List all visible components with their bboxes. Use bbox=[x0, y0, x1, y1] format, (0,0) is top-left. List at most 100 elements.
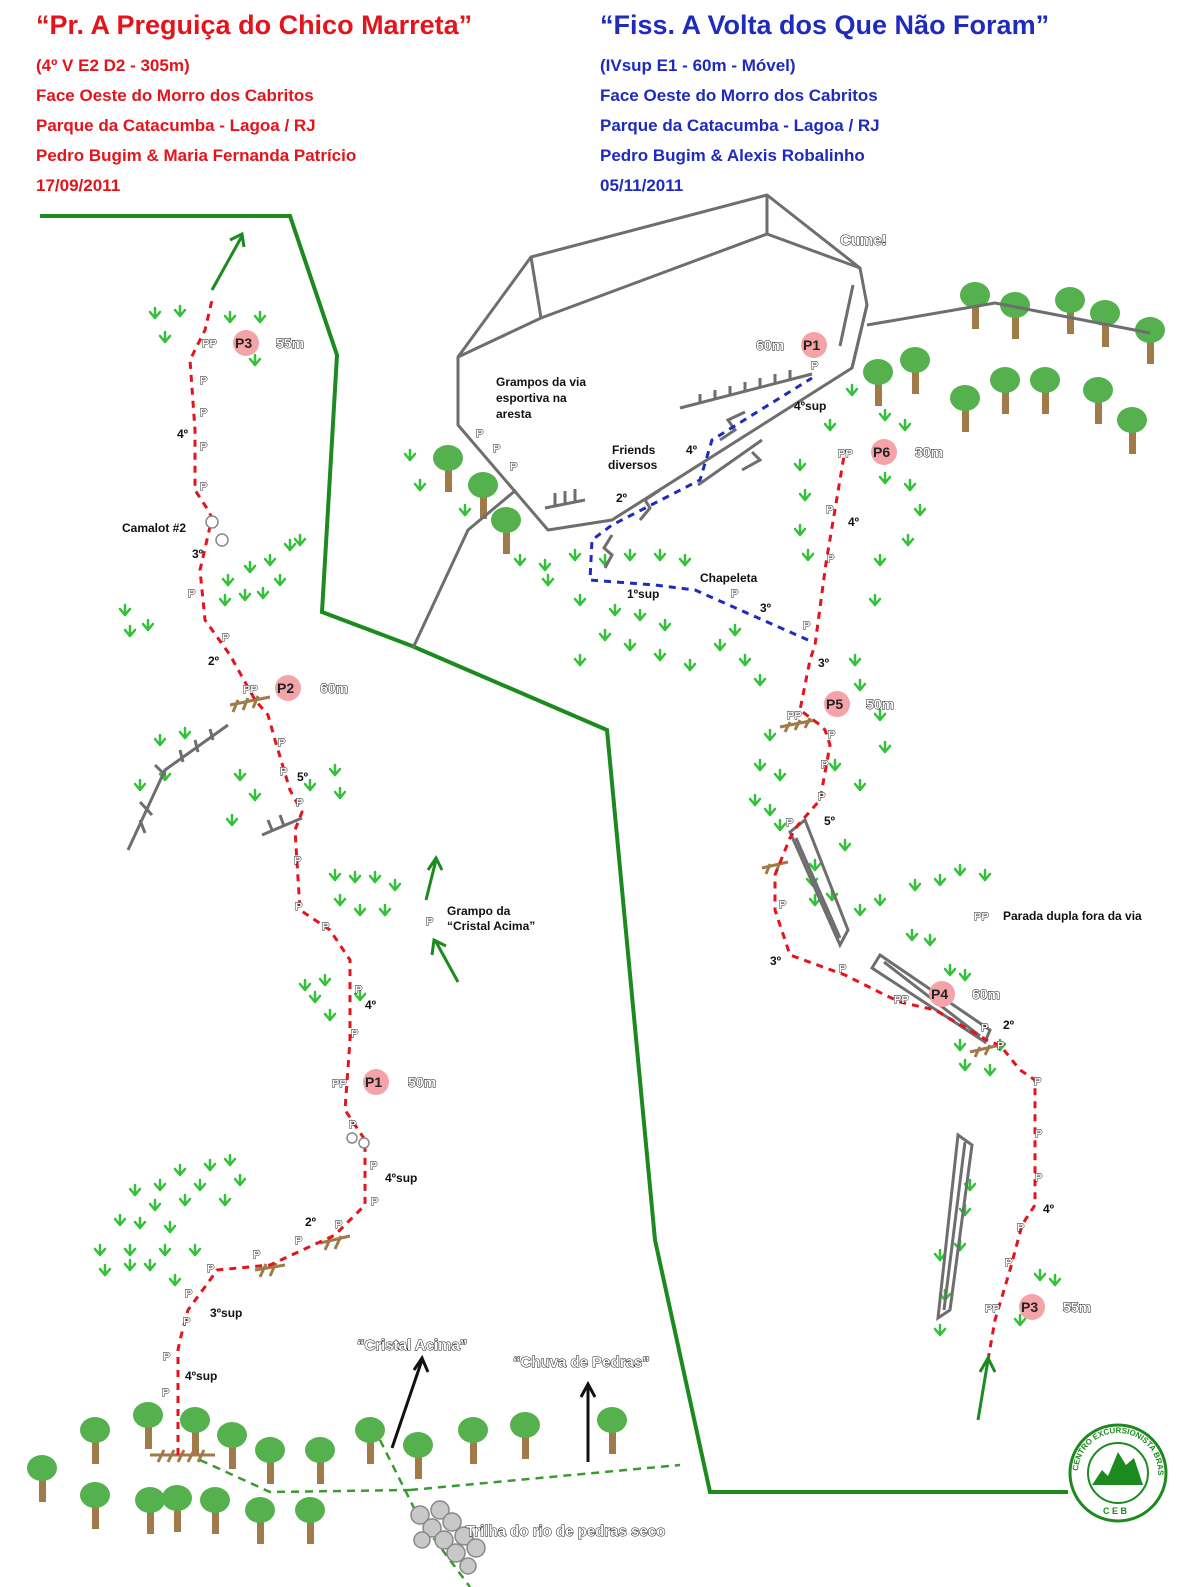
camalot-icon bbox=[205, 515, 370, 1149]
tree-icon bbox=[305, 1437, 335, 1484]
double-bolt-icon: PP bbox=[787, 710, 802, 722]
belay-name: P6 bbox=[873, 444, 890, 460]
grass-tuft-icon bbox=[303, 778, 317, 792]
tree-icon bbox=[1135, 317, 1165, 364]
grass-tuft-icon bbox=[798, 488, 812, 502]
grass-tuft-icon bbox=[983, 1063, 997, 1077]
blue-route-line bbox=[588, 376, 813, 642]
tree-icon bbox=[1117, 407, 1147, 454]
grass-tuft-icon bbox=[225, 813, 239, 827]
grass-tuft-icon bbox=[328, 868, 342, 882]
belay-length: 55m bbox=[276, 335, 304, 351]
bolt-icon: P bbox=[207, 1263, 214, 1275]
dry-stone-river-icon bbox=[410, 1500, 486, 1575]
grass-tuft-icon bbox=[298, 978, 312, 992]
tree-icon bbox=[950, 385, 980, 432]
grass-tuft-icon bbox=[848, 653, 862, 667]
grass-tuft-icon bbox=[853, 678, 867, 692]
grass-tuft-icon bbox=[873, 708, 887, 722]
grass-tuft-icon bbox=[873, 893, 887, 907]
tree-icon bbox=[491, 507, 521, 554]
bolt-icon: P bbox=[200, 481, 207, 493]
grampo-cristal-label-1: Grampo da bbox=[447, 904, 511, 918]
grade-labels: 4º 3º 2º 5º 4º 4ºsup 2º 3ºsup 4ºsup 4º 3… bbox=[177, 399, 1055, 1383]
grass-tuft-icon bbox=[293, 533, 307, 547]
belay-p3-right: PP P3 55m bbox=[985, 1294, 1092, 1320]
bolt-icon: P bbox=[162, 1387, 169, 1399]
bolt-icon: P bbox=[786, 817, 793, 829]
friends-label-2: diversos bbox=[608, 458, 658, 472]
grass-tuft-icon bbox=[263, 553, 277, 567]
left-route-grade: (4º V E2 D2 - 305m) bbox=[36, 56, 190, 75]
belay-name: P1 bbox=[365, 1074, 382, 1090]
grade-label: 3ºsup bbox=[210, 1306, 242, 1320]
belay-length: 60m bbox=[972, 986, 1000, 1002]
grass-tuft-icon bbox=[243, 560, 257, 574]
belay-p1-blue: 60m P1 bbox=[756, 332, 827, 358]
grass-tuft-icon bbox=[958, 1058, 972, 1072]
bolt-icon: P bbox=[370, 1160, 377, 1172]
grass-tuft-icon bbox=[878, 740, 892, 754]
right-route-park: Parque da Catacumba - Lagoa / RJ bbox=[600, 116, 880, 135]
grade-label: 5º bbox=[297, 770, 309, 784]
grade-label: 3º bbox=[760, 601, 772, 615]
summit-label: Cume! bbox=[840, 232, 887, 249]
chuva-de-pedras-route-label: “Chuva de Pedras” bbox=[513, 1354, 650, 1371]
grass-tuft-icon bbox=[141, 618, 155, 632]
bolt-icon: P bbox=[355, 984, 362, 996]
grass-tuft-icon bbox=[328, 763, 342, 777]
grass-tuft-icon bbox=[773, 818, 787, 832]
ledge-markers bbox=[150, 695, 1001, 1463]
ceb-logo: CENTRO EXCURSIONISTA BRASILEIRO C E B bbox=[0, 0, 1168, 1523]
grass-tuft-icon bbox=[413, 478, 427, 492]
grade-label: 2º bbox=[616, 491, 628, 505]
grass-tuft-icon bbox=[913, 503, 927, 517]
grade-label: 4º bbox=[848, 515, 860, 529]
bolt-icon: P bbox=[827, 553, 834, 565]
grass-tuft-icon bbox=[178, 1193, 192, 1207]
grass-tuft-icon bbox=[573, 653, 587, 667]
grass-tuft-icon bbox=[953, 1038, 967, 1052]
tree-icon bbox=[433, 445, 463, 492]
tree-icon bbox=[27, 1455, 57, 1502]
grass-tuft-icon bbox=[173, 1163, 187, 1177]
grass-tuft-icon bbox=[763, 728, 777, 742]
grass-tuft-icon bbox=[573, 593, 587, 607]
belay-p1-left: PP P1 50m bbox=[332, 1069, 437, 1095]
bolt-icon: P bbox=[1035, 1172, 1042, 1184]
grass-tuft-icon bbox=[233, 1173, 247, 1187]
grass-tuft-icon bbox=[653, 548, 667, 562]
bolt-icon: P bbox=[183, 1316, 190, 1328]
belay-name: P4 bbox=[931, 986, 948, 1002]
grass-layer bbox=[93, 304, 1062, 1337]
grade-label: 2º bbox=[208, 654, 220, 668]
right-route-line bbox=[773, 449, 1037, 1361]
tree-icon bbox=[1083, 377, 1113, 424]
double-bolt-legend-icon: PP bbox=[974, 911, 989, 923]
grade-label: 4ºsup bbox=[185, 1369, 217, 1383]
grass-tuft-icon bbox=[623, 548, 637, 562]
grass-tuft-icon bbox=[98, 1263, 112, 1277]
camalot-label: Camalot #2 bbox=[122, 521, 186, 535]
grass-tuft-icon bbox=[353, 988, 367, 1002]
grass-tuft-icon bbox=[903, 478, 917, 492]
belay-length: 60m bbox=[756, 337, 784, 353]
grass-tuft-icon bbox=[148, 306, 162, 320]
left-route-authors: Pedro Bugim & Maria Fernanda Patrício bbox=[36, 146, 357, 165]
grade-label: 4ºsup bbox=[794, 399, 826, 413]
grass-tuft-icon bbox=[158, 330, 172, 344]
grass-tuft-icon bbox=[233, 768, 247, 782]
tree-icon bbox=[458, 1417, 488, 1464]
grass-tuft-icon bbox=[153, 733, 167, 747]
grass-tuft-icon bbox=[608, 603, 622, 617]
left-route-header: “Pr. A Preguiça do Chico Marreta” (4º V … bbox=[36, 10, 472, 201]
logo-abbr: C E B bbox=[1103, 1506, 1128, 1516]
grass-tuft-icon bbox=[248, 788, 262, 802]
tree-icon bbox=[403, 1432, 433, 1479]
bolt-icon: P bbox=[253, 1249, 260, 1261]
grass-tuft-icon bbox=[933, 1323, 947, 1337]
tree-icon bbox=[245, 1497, 275, 1544]
bolt-icon: P bbox=[1005, 1257, 1012, 1269]
grass-tuft-icon bbox=[333, 786, 347, 800]
grass-tuft-icon bbox=[738, 653, 752, 667]
